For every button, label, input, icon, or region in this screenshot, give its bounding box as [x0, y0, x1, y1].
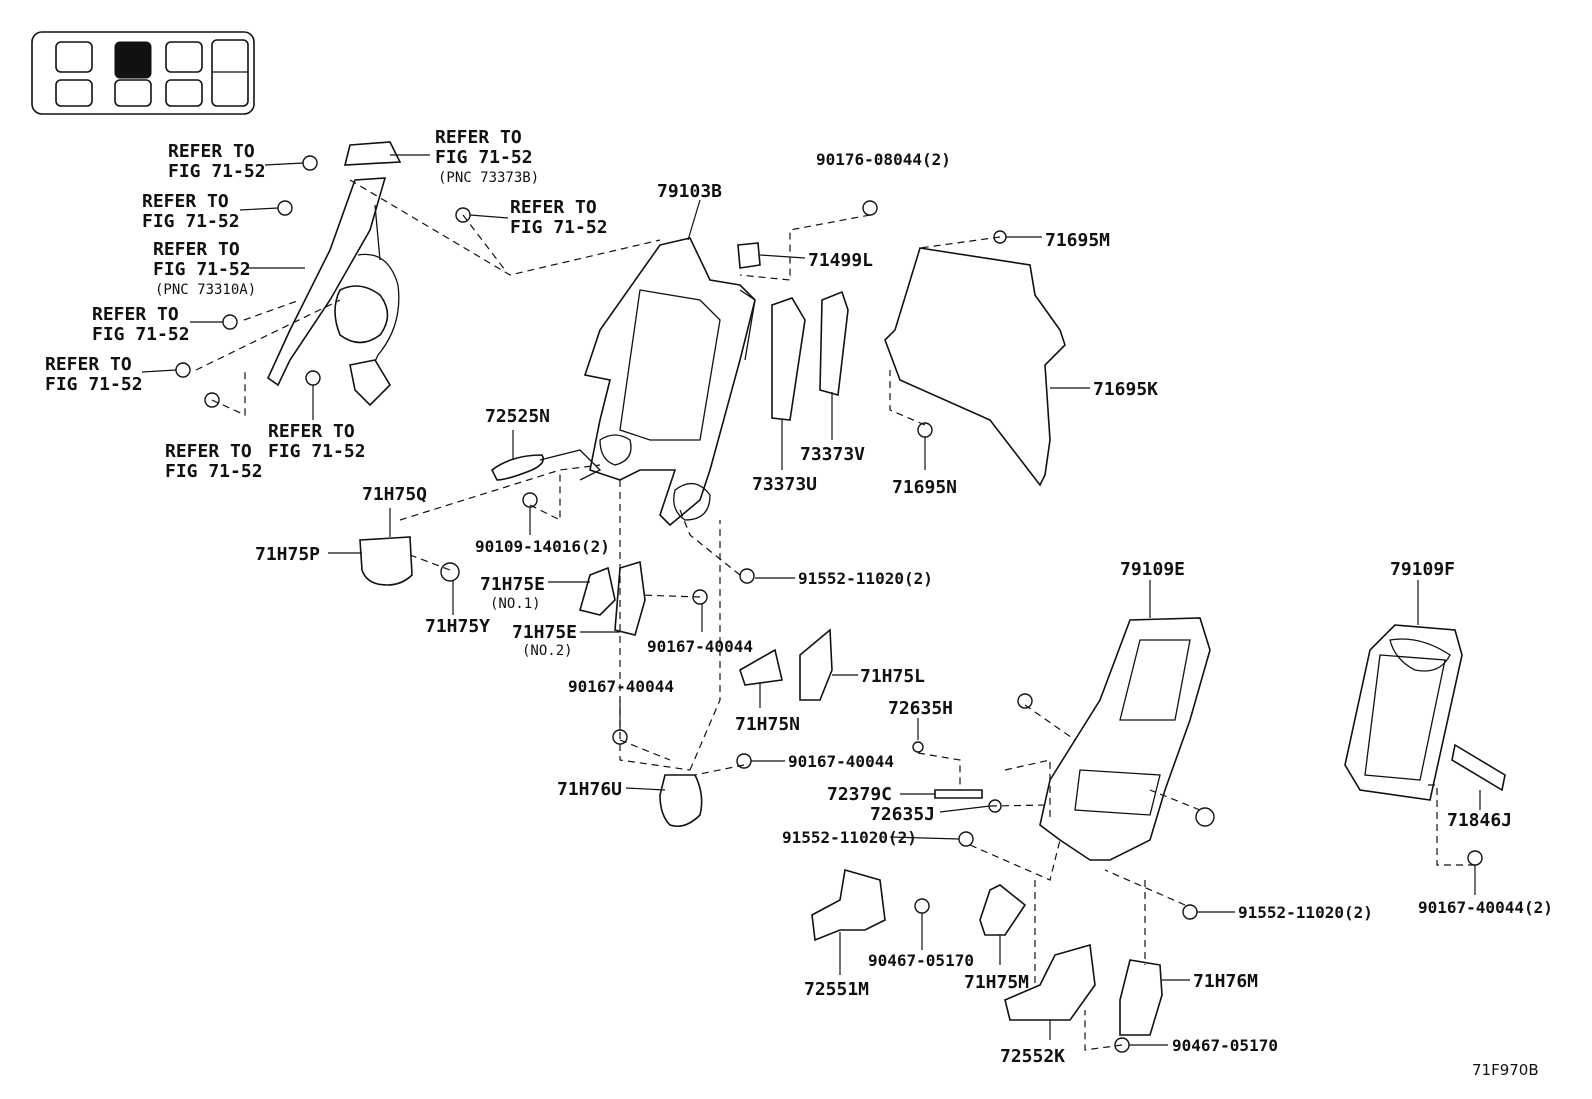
bolt-icons [175, 155, 1483, 1053]
refer-fig-2: FIG 71-52 [142, 211, 240, 232]
part-number-71H75Y: 71H75Y [425, 616, 490, 637]
part-number-79103B: 79103B [657, 181, 722, 202]
part-number-90176: 90176-08044(2) [816, 150, 951, 169]
figure-code: 71F970B [1472, 1061, 1539, 1079]
cover-71H75E-no1 [579, 566, 616, 616]
seatback-pad-79109F [1344, 624, 1463, 801]
refer-label-3: REFER TO [510, 197, 597, 218]
part-number-71H75M: 71H75M [964, 972, 1029, 993]
part-number-71499L: 71499L [808, 250, 873, 271]
bracket-71H75N [739, 648, 783, 686]
refer-label-1: REFER TO [168, 141, 255, 162]
seatback-frame-79109E [1039, 617, 1211, 861]
cover-72552K [1004, 943, 1096, 1021]
part-number-72525N: 72525N [485, 406, 550, 427]
cover-71H75E-no2 [614, 560, 646, 636]
refer-fig-9: FIG 71-52 [435, 147, 533, 168]
cover-71H75P [359, 536, 413, 586]
refer-pnc-4: (PNC 73310A) [155, 282, 256, 298]
refer-label-4: REFER TO [153, 239, 240, 260]
seatback-frame-79103B [583, 237, 756, 527]
rail-73373U [771, 297, 806, 421]
refer-label-9: REFER TO [435, 127, 522, 148]
cover-71H76M [1119, 959, 1163, 1036]
refer-label-7: REFER TO [165, 441, 252, 462]
refer-fig-4: FIG 71-52 [153, 259, 251, 280]
part-number-90109: 90109-14016(2) [475, 537, 610, 556]
part-number-90467-b: 90467-05170 [1172, 1036, 1278, 1055]
leader-lines [141, 154, 1481, 1046]
part-number-71846J: 71846J [1447, 810, 1512, 831]
part-number-91552-b: 91552-11020(2) [782, 828, 917, 847]
cover-71H75L [799, 628, 833, 701]
part-number-79109E: 79109E [1120, 559, 1185, 580]
part-number-71H75E-no1: 71H75E [480, 574, 545, 595]
back-board-71695K [884, 247, 1066, 487]
refer-label-8: REFER TO [268, 421, 355, 442]
bracket-71499L [737, 242, 761, 269]
part-number-71H75L: 71H75L [860, 666, 925, 687]
part-72379C [934, 789, 983, 799]
part-labels: REFER TO FIG 71-52 REFER TO FIG 71-52 RE… [45, 127, 1553, 1079]
refer-fig-3: FIG 71-52 [510, 217, 608, 238]
part-note-no2: (NO.2) [522, 643, 573, 659]
part-number-90167-c: 90167-40044 [788, 752, 894, 771]
part-number-71H76U: 71H76U [557, 779, 622, 800]
part-72525N [490, 454, 545, 481]
part-number-71H75Q: 71H75Q [362, 484, 427, 505]
refer-label-5: REFER TO [92, 304, 179, 325]
belt-cover-part [343, 141, 402, 166]
part-number-71H75N: 71H75N [735, 714, 800, 735]
part-number-72551M: 72551M [804, 979, 869, 1000]
part-note-no1: (NO.1) [490, 596, 541, 612]
part-number-71695K: 71695K [1093, 379, 1158, 400]
cover-72551M [811, 868, 886, 942]
refer-fig-8: FIG 71-52 [268, 441, 366, 462]
part-number-71H76M: 71H76M [1193, 971, 1258, 992]
refer-label-2: REFER TO [142, 191, 229, 212]
part-number-72379C: 72379C [827, 784, 892, 805]
refer-fig-6: FIG 71-52 [45, 374, 143, 395]
part-71846J [1451, 743, 1506, 792]
cover-71H75M [979, 884, 1027, 936]
part-number-71695M: 71695M [1045, 230, 1110, 251]
part-number-72635J: 72635J [870, 804, 935, 825]
part-number-91552-c: 91552-11020(2) [1238, 903, 1373, 922]
seat-locator-icon [31, 31, 255, 115]
part-number-90167-a: 90167-40044 [647, 637, 753, 656]
assembly-dashed-lines [195, 179, 1475, 1051]
part-number-91552-a: 91552-11020(2) [798, 569, 933, 588]
part-number-73373V: 73373V [800, 444, 865, 465]
part-number-71H75E-no2: 71H75E [512, 622, 577, 643]
part-number-73373U: 73373U [752, 474, 817, 495]
refer-fig-1: FIG 71-52 [168, 161, 266, 182]
part-number-72552K: 72552K [1000, 1046, 1065, 1067]
refer-pnc-9: (PNC 73373B) [438, 170, 539, 186]
refer-fig-5: FIG 71-52 [92, 324, 190, 345]
refer-label-6: REFER TO [45, 354, 132, 375]
part-number-79109F: 79109F [1390, 559, 1455, 580]
rail-73373V [819, 290, 849, 397]
part-number-71695N: 71695N [892, 477, 957, 498]
part-number-72635H: 72635H [888, 698, 953, 719]
part-number-90467-a: 90467-05170 [868, 951, 974, 970]
seat-belt-assembly [266, 177, 400, 407]
refer-fig-7: FIG 71-52 [165, 461, 263, 482]
part-number-71H75P: 71H75P [255, 544, 320, 565]
part-number-90167-b: 90167-40044 [568, 677, 674, 696]
part-number-90167-d: 90167-40044(2) [1418, 898, 1553, 917]
cover-71H76U [659, 774, 703, 828]
